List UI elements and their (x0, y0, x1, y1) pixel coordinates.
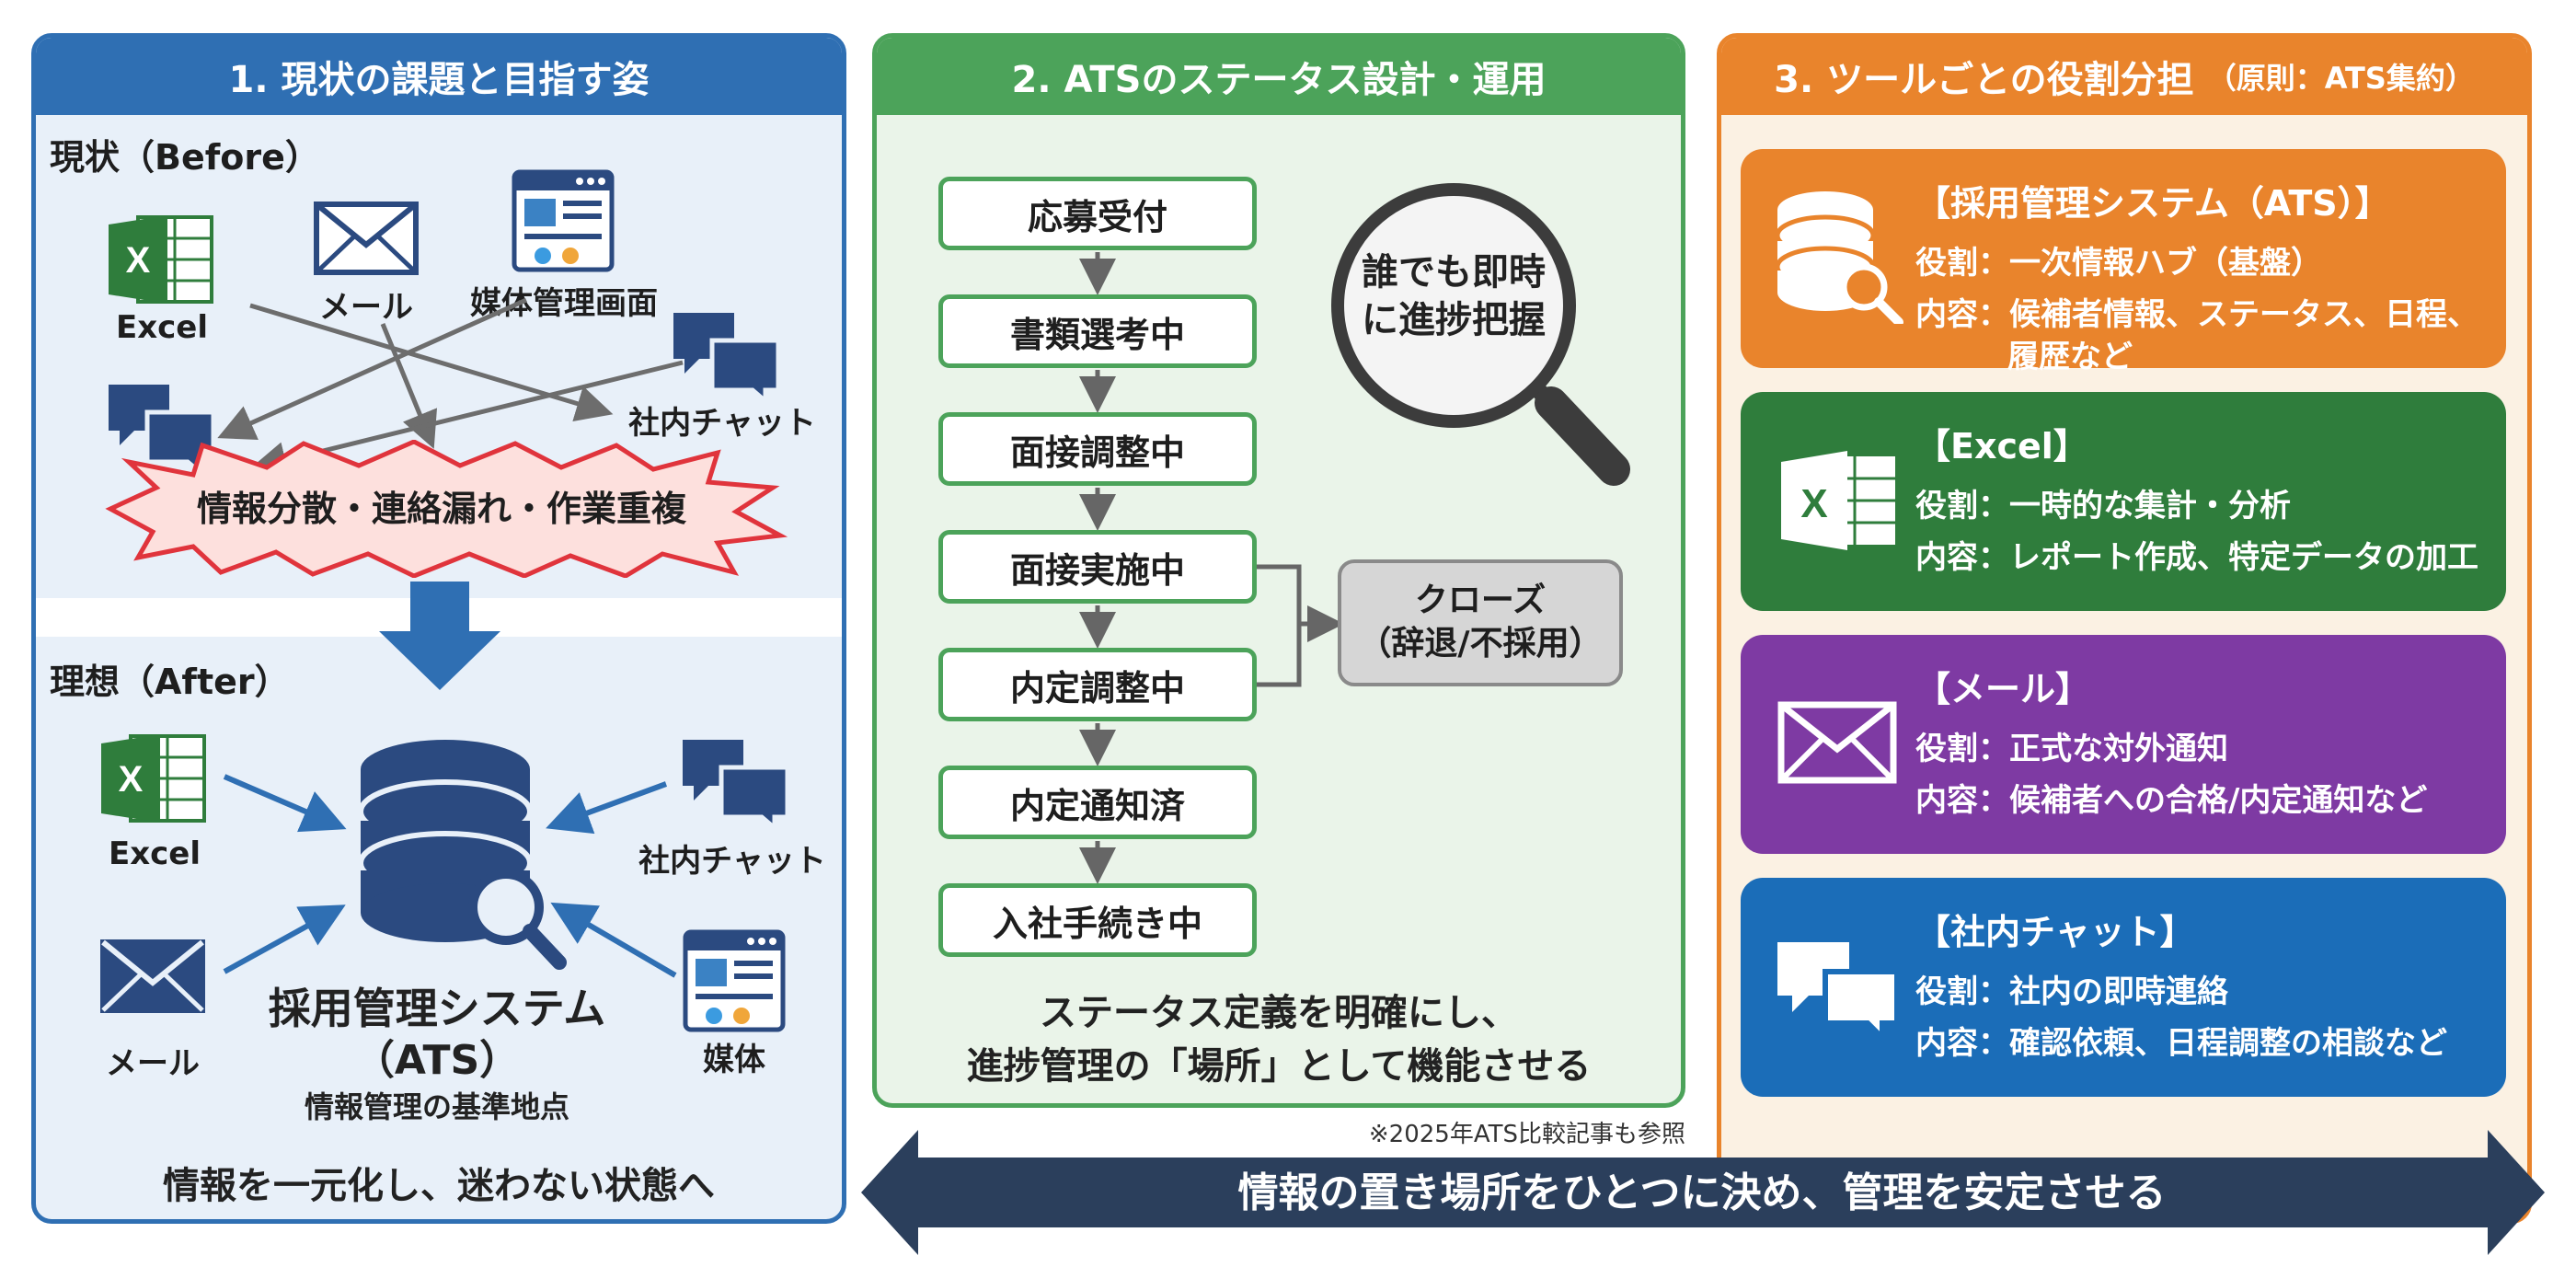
card-content: 内容：候補者情報、ステータス、日程、 (1915, 296, 2478, 333)
panel-1-footer: 情報を一元化し、迷わない状態へ (163, 1165, 715, 1207)
tool-card-excel: X 【Excel】 役割：一時的な集計・分析 内容：レポート作成、特定データの加… (1741, 392, 2506, 611)
status-step: 面接実施中 (938, 530, 1257, 604)
magnifier-line-1: 誰でも即時 (1362, 251, 1546, 294)
mail-icon (100, 939, 205, 1013)
card-content: 内容：候補者への合格/内定通知など (1915, 782, 2428, 819)
problem-burst (105, 440, 788, 578)
database-icon (1775, 191, 1903, 324)
close-reason: （辞退/不採用） (1358, 625, 1603, 662)
flow-connectors (1079, 252, 1344, 884)
card-title: 【Excel】 (1915, 426, 2088, 466)
after-excel-label: Excel (108, 835, 201, 872)
magnifier-icon (1331, 183, 1630, 486)
card-content: 内容：確認依頼、日程調整の相談など (1915, 1025, 2447, 1062)
excel-icon: X (109, 215, 213, 304)
card-role: 役割：一次情報ハブ（基盤） (1915, 245, 2322, 282)
browser-window-icon (683, 929, 786, 1032)
status-step: 書類選考中 (938, 294, 1257, 368)
panel-2-title: 2. ATSのステータス設計・運用 (877, 38, 1681, 115)
card-content: 内容：レポート作成、特定データの加工 (1915, 539, 2478, 576)
card-role: 役割：一時的な集計・分析 (1915, 488, 2291, 524)
after-media-label: 媒体 (703, 1042, 765, 1078)
problem-text: 情報分散・連絡漏れ・作業重複 (196, 489, 686, 529)
tool-card-mail: 【メール】 役割：正式な対外通知 内容：候補者への合格/内定通知など (1741, 635, 2506, 854)
bottom-double-arrow (861, 1130, 2545, 1255)
after-label: 理想（After） (50, 662, 290, 702)
after-mail-label: メール (106, 1045, 200, 1082)
panel-1-title: 1. 現状の課題と目指す姿 (36, 38, 842, 115)
panel-3-title-sub: （原則：ATS集約） (2206, 61, 2475, 96)
panel-3-title-main: 3. ツールごとの役割分担 (1774, 59, 2194, 101)
bottom-banner-text: 情報の置き場所をひとつに決め、管理を安定させる (1237, 1169, 2167, 1216)
magnifier-line-2: に進捗把握 (1362, 299, 1546, 341)
chat-bubbles-icon (683, 740, 790, 828)
panel-3-title: 3. ツールごとの役割分担 （原則：ATS集約） (1721, 38, 2527, 115)
svg-text:X: X (119, 759, 144, 800)
ats-name: 採用管理システム (268, 984, 606, 1033)
tangled-arrows (217, 297, 684, 478)
close-label: クローズ (1414, 582, 1547, 620)
converging-arrows (223, 774, 677, 978)
card-title: 【採用管理システム（ATS）】 (1915, 183, 2390, 224)
before-media-label: 媒体管理画面 (470, 285, 658, 322)
excel-icon: X (101, 734, 206, 823)
before-mail-label: メール (319, 289, 413, 326)
card-role: 役割：社内の即時連絡 (1915, 973, 2228, 1010)
chat-bubbles-icon (673, 313, 781, 401)
ats-subtitle: 情報管理の基準地点 (304, 1089, 569, 1124)
chat-bubbles-icon (1777, 942, 1900, 1045)
before-chat-label: 社内チャット (628, 405, 816, 442)
before-excel-label: Excel (115, 309, 209, 346)
card-content-cont: 履歴など (2007, 339, 2133, 375)
status-step: 面接調整中 (938, 412, 1257, 486)
card-role: 役割：正式な対外通知 (1915, 731, 2228, 767)
panel-2-footer: ステータス定義を明確にし、 進捗管理の「場所」として機能させる (877, 986, 1681, 1093)
excel-icon: X (1781, 451, 1895, 550)
tool-card-chat: 【社内チャット】 役割：社内の即時連絡 内容：確認依頼、日程調整の相談など (1741, 878, 2506, 1097)
card-title: 【メール】 (1915, 669, 2091, 709)
tool-card-ats: 【採用管理システム（ATS）】 役割：一次情報ハブ（基盤） 内容：候補者情報、ス… (1741, 149, 2506, 375)
panel-2-footer-line-1: ステータス定義を明確にし、 (1040, 992, 1518, 1034)
after-chat-label: 社内チャット (638, 843, 826, 880)
panel-2-footer-line-2: 進捗管理の「場所」として機能させる (966, 1045, 1592, 1088)
status-step: 応募受付 (938, 177, 1257, 250)
ats-abbr: （ATS） (353, 1037, 521, 1084)
down-arrow-icon (379, 582, 500, 690)
database-icon (358, 740, 567, 970)
browser-window-icon (512, 169, 615, 272)
status-step: 内定調整中 (938, 648, 1257, 721)
card-title: 【社内チャット】 (1915, 912, 2195, 952)
close-status-box: クローズ （辞退/不採用） (1338, 559, 1623, 686)
svg-text:X: X (126, 240, 151, 281)
magnifier-text: 誰でも即時 に進捗把握 (1325, 248, 1582, 344)
svg-text:X: X (1800, 481, 1827, 526)
status-step: 内定通知済 (938, 766, 1257, 839)
mail-icon (1777, 701, 1897, 784)
status-step: 入社手続き中 (938, 883, 1257, 957)
mail-icon (314, 202, 419, 275)
before-label: 現状（Before） (50, 137, 320, 178)
reference-note: ※2025年ATS比較記事も参照 (1368, 1121, 1685, 1148)
